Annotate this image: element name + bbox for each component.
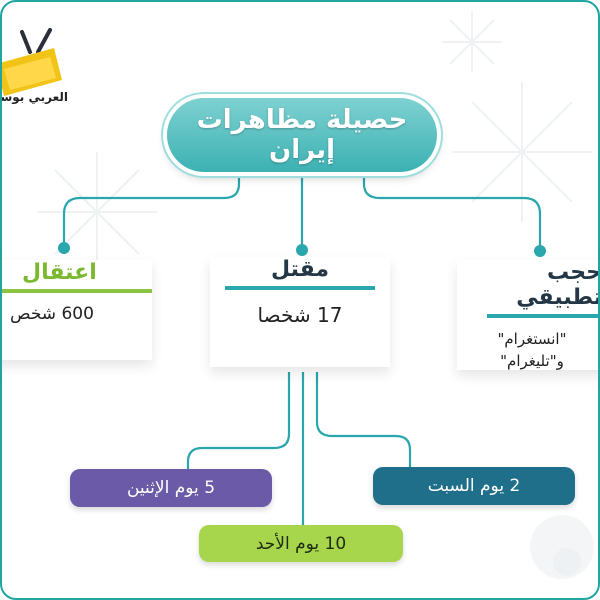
logo-text: العربي بوست: [0, 90, 68, 104]
card-block-line-1: "انستغرام": [497, 330, 567, 348]
card-block-underline: [487, 314, 598, 318]
title-bubble: حصيلة مظاهرات إيران: [167, 98, 437, 172]
day-pill-monday: 5 يوم الإثنين: [70, 469, 272, 507]
card-block-heading: حجب تطبيقي: [516, 260, 600, 310]
card-block-line-2: و"تليغرام": [500, 352, 564, 370]
card-killed-heading: مقتل: [270, 257, 330, 282]
card-block-value: "انستغرام" و"تليغرام": [457, 328, 598, 372]
card-killed-value: 17 شخصا: [257, 303, 343, 327]
day-pill-sunday: 10 يوم الأحد: [199, 525, 403, 562]
card-killed: مقتل 17 شخصا: [210, 257, 390, 367]
card-arrest-value: 600 شخص: [10, 304, 94, 324]
card-arrest: اعتقال 600 شخص: [2, 260, 152, 360]
card-block: حجب تطبيقي "انستغرام" و"تليغرام": [457, 260, 600, 372]
card-arrest-heading: اعتقال: [22, 260, 97, 285]
card-killed-underline: [225, 286, 375, 290]
logo-tv-icon: [2, 28, 62, 96]
title-line-1: حصيلة مظاهرات: [196, 105, 408, 135]
title-line-2: إيران: [269, 135, 335, 165]
card-arrest-underline: [2, 289, 152, 293]
day-pill-saturday: 2 يوم السبت: [373, 467, 575, 505]
